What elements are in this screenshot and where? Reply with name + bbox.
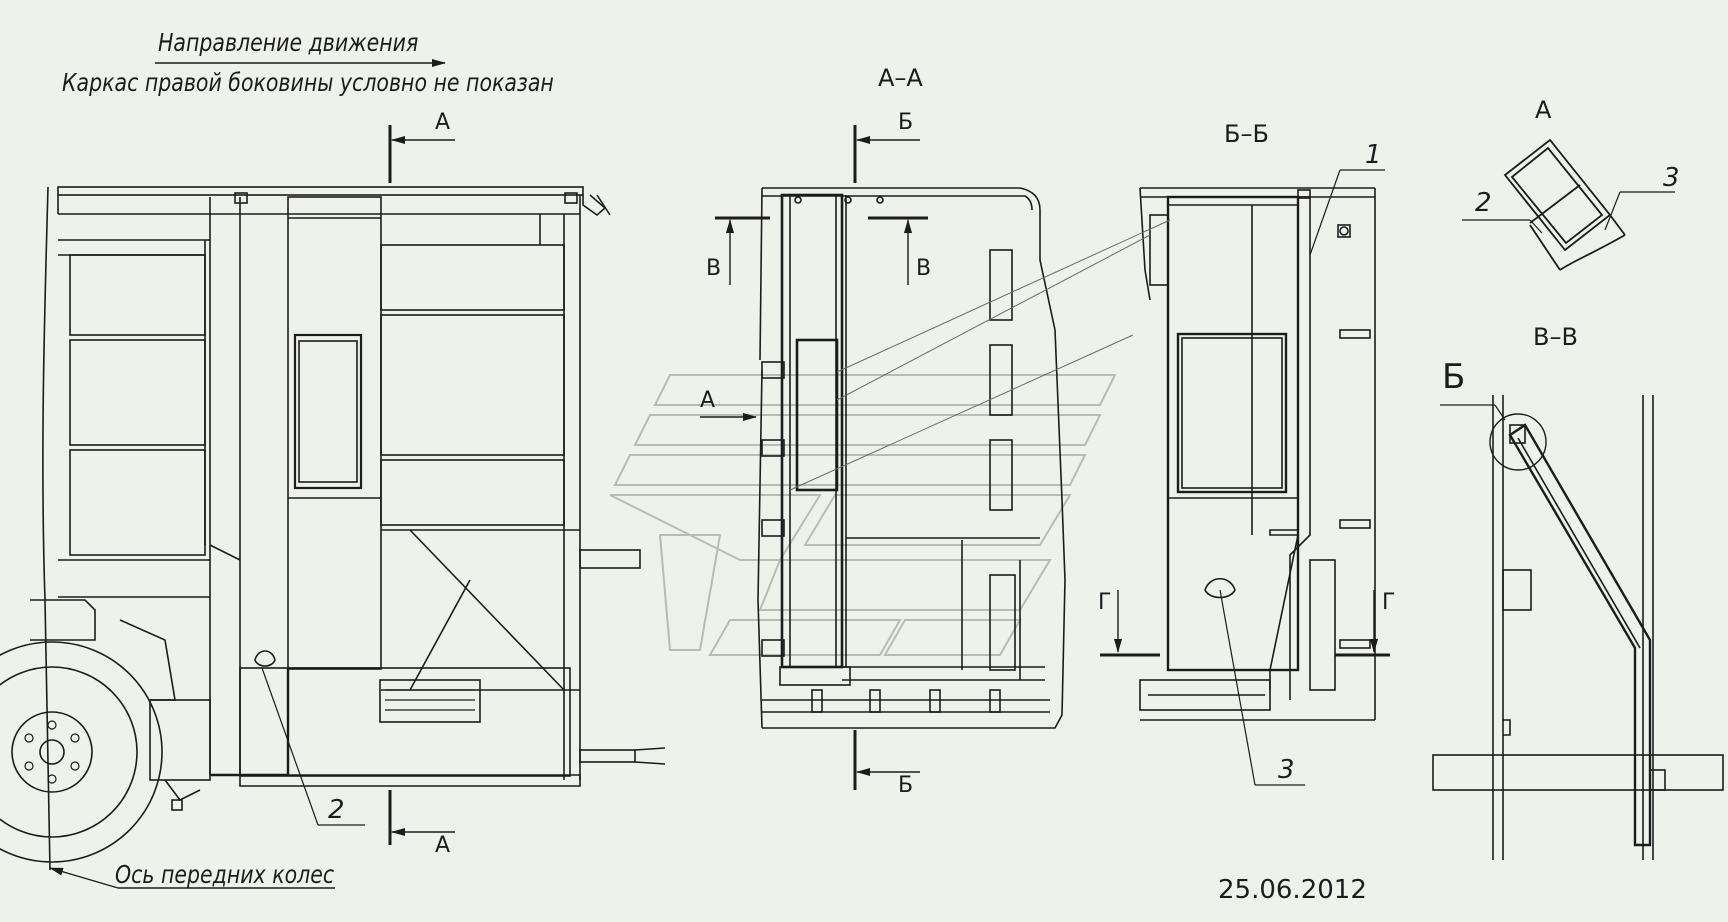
cut-label-g-left: Г: [1098, 590, 1112, 615]
cut-label-v-right: В: [916, 256, 932, 281]
section-aa-title: А–А: [878, 64, 923, 92]
cutting-planes: [49, 59, 1390, 889]
callout-leaders: [261, 169, 1675, 826]
cut-label-b-bottom: Б: [898, 773, 914, 798]
cut-label-v-left: В: [706, 256, 722, 281]
drawing-date: 25.06.2012: [1218, 875, 1367, 905]
section-aa-view: [757, 187, 1066, 729]
section-bb-view: [1139, 187, 1376, 721]
cut-label-g-right: Г: [1382, 590, 1396, 615]
watermark-logo: [609, 374, 1117, 656]
callout-3-section: 3: [1278, 755, 1295, 785]
direction-of-travel-note: Направление движения: [158, 28, 419, 57]
section-bb-title: Б–Б: [1224, 120, 1269, 148]
view-a-detail: [1503, 138, 1626, 271]
cut-label-b-top: Б: [898, 110, 914, 135]
view-arrow-label-a: А: [700, 388, 716, 413]
detail-b-label: Б: [1442, 357, 1466, 397]
main-side-view: [0, 186, 666, 871]
cut-label-a-bottom: А: [435, 833, 451, 858]
cut-label-a-top: А: [435, 110, 451, 135]
front-axle-note: Ось передних колес: [115, 860, 335, 889]
section-vv-title: В–В: [1533, 323, 1578, 351]
section-vv-view: [1432, 395, 1724, 860]
callout-2-detail: 2: [1475, 188, 1492, 218]
frame-not-shown-note: Каркас правой боковины условно не показа…: [62, 68, 554, 97]
callout-1: 1: [1365, 140, 1382, 170]
callout-2-main: 2: [328, 795, 345, 825]
view-a-title: А: [1535, 96, 1552, 124]
callout-3-detail: 3: [1663, 163, 1680, 193]
